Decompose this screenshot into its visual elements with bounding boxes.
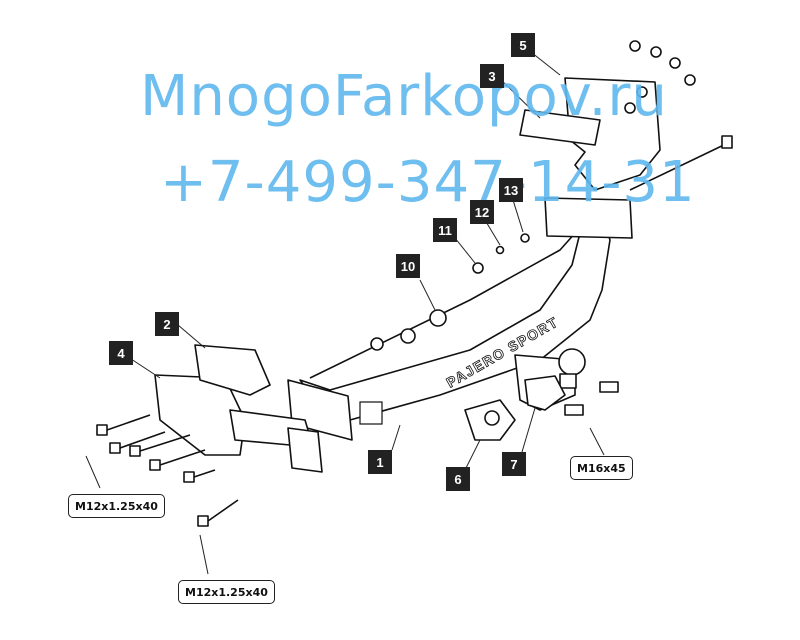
callout-4: 4 xyxy=(109,341,133,365)
ball-bolt-1 xyxy=(599,381,619,393)
nut-left-2 xyxy=(370,337,384,351)
washer-12 xyxy=(495,245,505,255)
nut-10 xyxy=(429,309,447,327)
socket-hole xyxy=(484,410,500,426)
callout-1: 1 xyxy=(368,450,392,474)
nut-11 xyxy=(472,262,484,274)
right-spacer-plate xyxy=(519,109,601,146)
ball-bolt-2 xyxy=(564,404,584,416)
right-upper-bracket xyxy=(564,77,661,191)
callout-3: 3 xyxy=(480,64,504,88)
left-bracket-2 xyxy=(194,344,271,396)
washer-13 xyxy=(520,233,530,243)
dim-label-bolt-bottom: M12x1.25x40 xyxy=(178,580,275,604)
tow-ball xyxy=(558,348,586,376)
callout-10: 10 xyxy=(396,254,420,278)
callout-6: 6 xyxy=(446,467,470,491)
left-strut-plate xyxy=(287,427,323,473)
callout-7: 7 xyxy=(502,452,526,476)
callout-2: 2 xyxy=(155,312,179,336)
brand-plate xyxy=(359,401,383,425)
callout-12: 12 xyxy=(470,200,494,224)
socket-plate xyxy=(524,375,566,411)
callout-11: 11 xyxy=(433,218,457,242)
watermark-phone: +7-499-347-14-31 xyxy=(160,150,696,215)
dim-label-bolt-ball: M16x45 xyxy=(570,456,633,480)
dim-label-bolt-left: M12x1.25x40 xyxy=(68,494,165,518)
callout-13: 13 xyxy=(499,178,523,202)
nut-left-1 xyxy=(400,328,416,344)
bolt-right xyxy=(629,141,731,191)
callout-5: 5 xyxy=(511,33,535,57)
watermark-site: MnogoFarkopov.ru xyxy=(140,64,668,129)
right-mount-plate xyxy=(544,197,633,239)
bolt-right-head xyxy=(721,135,733,149)
left-bolt-group xyxy=(96,414,239,527)
ball-neck xyxy=(559,373,577,389)
right-bolt-group xyxy=(624,40,696,114)
